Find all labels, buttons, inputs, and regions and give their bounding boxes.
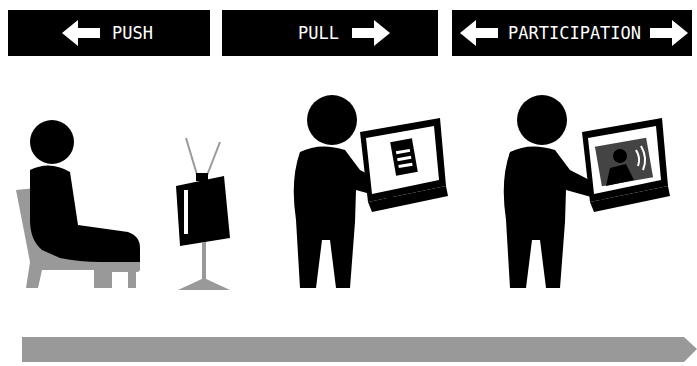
header-label: PUSH bbox=[112, 23, 153, 43]
header-bar: PUSH bbox=[8, 10, 210, 56]
participant-with-laptop bbox=[504, 95, 670, 288]
header-bar: PULL bbox=[222, 10, 438, 56]
header-bar: PARTICIPATION bbox=[452, 10, 692, 56]
tv-set bbox=[176, 138, 230, 290]
progress-band bbox=[22, 337, 697, 362]
header-label: PARTICIPATION bbox=[508, 23, 641, 43]
sitting-viewer bbox=[16, 120, 140, 288]
reader-with-laptop bbox=[294, 95, 448, 288]
header-label: PULL bbox=[298, 23, 339, 43]
